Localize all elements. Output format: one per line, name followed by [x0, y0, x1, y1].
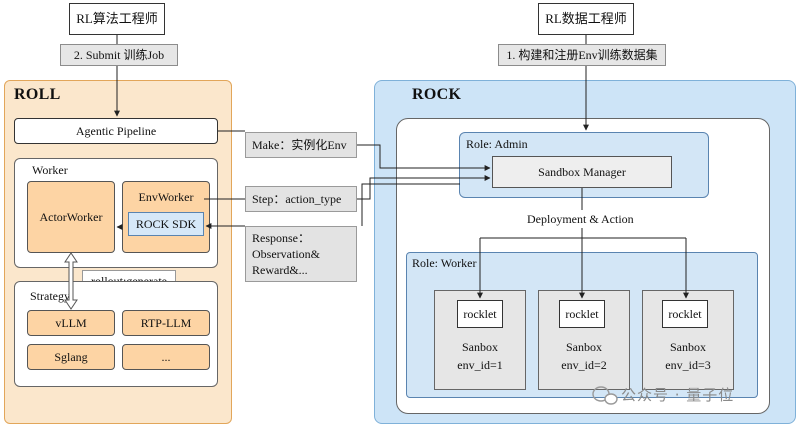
make-env-note: Make：实例化Env: [245, 132, 357, 158]
strategy-title: Strategy: [30, 289, 70, 303]
response-line-2: Observation&: [252, 246, 320, 261]
roll-title: ROLL: [14, 86, 61, 103]
strategy-ellipsis: ...: [122, 344, 210, 370]
rl-algo-engineer-box: RL算法工程师: [69, 3, 165, 35]
deployment-action-label: Deployment & Action: [527, 212, 634, 226]
role-admin-label: Role: Admin: [466, 137, 528, 151]
submit-job-label: 2. Submit 训练Job: [60, 44, 178, 66]
arrow-deploy-branch: [479, 228, 687, 298]
step-action-note: Step：action_type: [245, 186, 357, 212]
sandbox-3-env: env_id=3: [665, 358, 711, 372]
sandbox-1-name: Sanbox: [462, 340, 498, 354]
sandbox-1-env: env_id=1: [457, 358, 503, 372]
env-worker-label: EnvWorker: [138, 190, 194, 204]
response-line-1: Response：: [252, 230, 310, 245]
rock-title: ROCK: [412, 86, 462, 103]
strategy-rtp-llm: RTP-LLM: [122, 310, 210, 336]
rl-data-engineer-box: RL数据工程师: [538, 3, 634, 35]
role-worker-label: Role: Worker: [412, 256, 477, 270]
sandbox-3-name: Sanbox: [670, 340, 706, 354]
arrow-response: [206, 183, 460, 226]
strategy-vllm: vLLM: [27, 310, 115, 336]
build-env-label: 1. 构建和注册Env训练数据集: [498, 44, 666, 66]
arrow-make: [218, 130, 490, 168]
rock-sdk-box: ROCK SDK: [128, 212, 204, 236]
hollow-double-arrow: [64, 252, 78, 310]
sandbox-2-env: env_id=2: [561, 358, 607, 372]
rocklet-2: rocklet: [559, 300, 605, 328]
response-note: Response： Observation& Reward&...: [245, 226, 357, 282]
arrow-step: [204, 178, 490, 200]
response-line-3: Reward&...: [252, 263, 308, 278]
wechat-icon: [592, 386, 618, 405]
worker-title: Worker: [32, 163, 68, 177]
rocklet-3: rocklet: [662, 300, 708, 328]
strategy-sglang: Sglang: [27, 344, 115, 370]
watermark-text: 公众号 · 量子位: [621, 386, 735, 404]
rocklet-1: rocklet: [457, 300, 503, 328]
sandbox-2-name: Sanbox: [566, 340, 602, 354]
actor-worker-box: ActorWorker: [27, 181, 115, 253]
